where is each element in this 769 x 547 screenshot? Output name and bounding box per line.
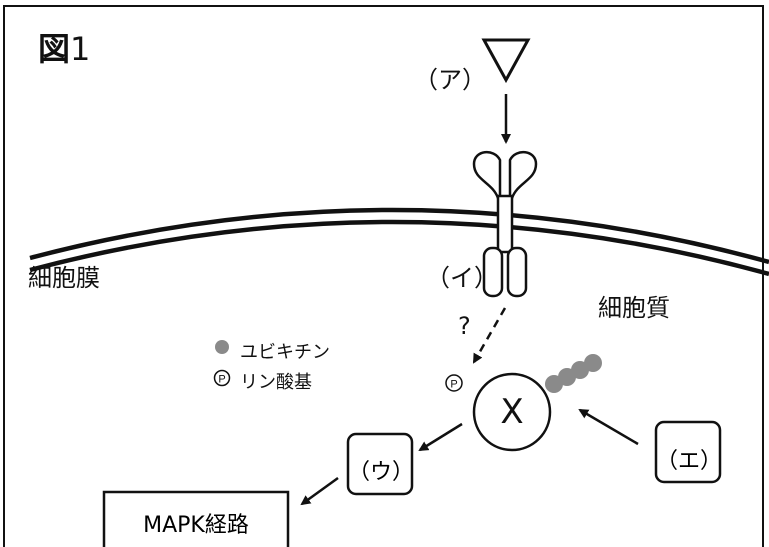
receptor-arm-left [472,151,502,200]
downstream-label: （ウ） [348,460,415,485]
legend-phosphate-p: P [218,374,225,386]
receptor [472,151,538,298]
downstream-box [346,432,414,496]
membrane-label: 細胞膜 [28,264,100,292]
legend-ubiquitin-label: ユビキチン [240,342,330,363]
legend-ubiquitin-dot [215,340,229,354]
arrow-regulator-to-x [578,408,639,446]
regulator-label: （エ） [656,449,723,474]
phosphate-on-x-p: P [450,379,457,391]
receptor-intracellular-right [506,246,528,298]
legend-phosphate-symbol [213,369,231,387]
mapk-label: MAPK経路 [143,513,249,538]
ligand-triangle [481,38,531,84]
regulator-box [654,420,722,484]
receptor-intracellular-left [482,246,504,298]
question-mark-label: ? [458,312,471,340]
membrane-inner-line [29,219,769,277]
receptor-arm-right [508,151,538,200]
ubiquitin-4 [584,354,602,372]
phosphate-on-x [445,374,463,392]
ligand-label: （ア） [414,66,486,94]
figure-title: 図1 [38,24,90,70]
ubiquitin-chain [545,354,602,393]
mapk-box [102,490,290,547]
figure-number: 1 [70,30,91,68]
cytoplasm-label: 細胞質 [598,294,670,322]
receptor-label: （イ） [426,264,498,292]
protein-x-circle [472,372,552,452]
protein-x-label: X [500,392,524,432]
figure-title-text: 図 [38,30,71,68]
arrow-downstream-to-mapk [300,476,339,506]
arrow-receptor-to-x-dashed [472,307,507,364]
receptor-transmembrane [496,194,514,254]
legend-phosphate-label: リン酸基 [240,372,312,393]
membrane-outer-line [29,207,769,265]
arrow-x-to-downstream [418,422,463,452]
figure-frame [3,5,764,547]
